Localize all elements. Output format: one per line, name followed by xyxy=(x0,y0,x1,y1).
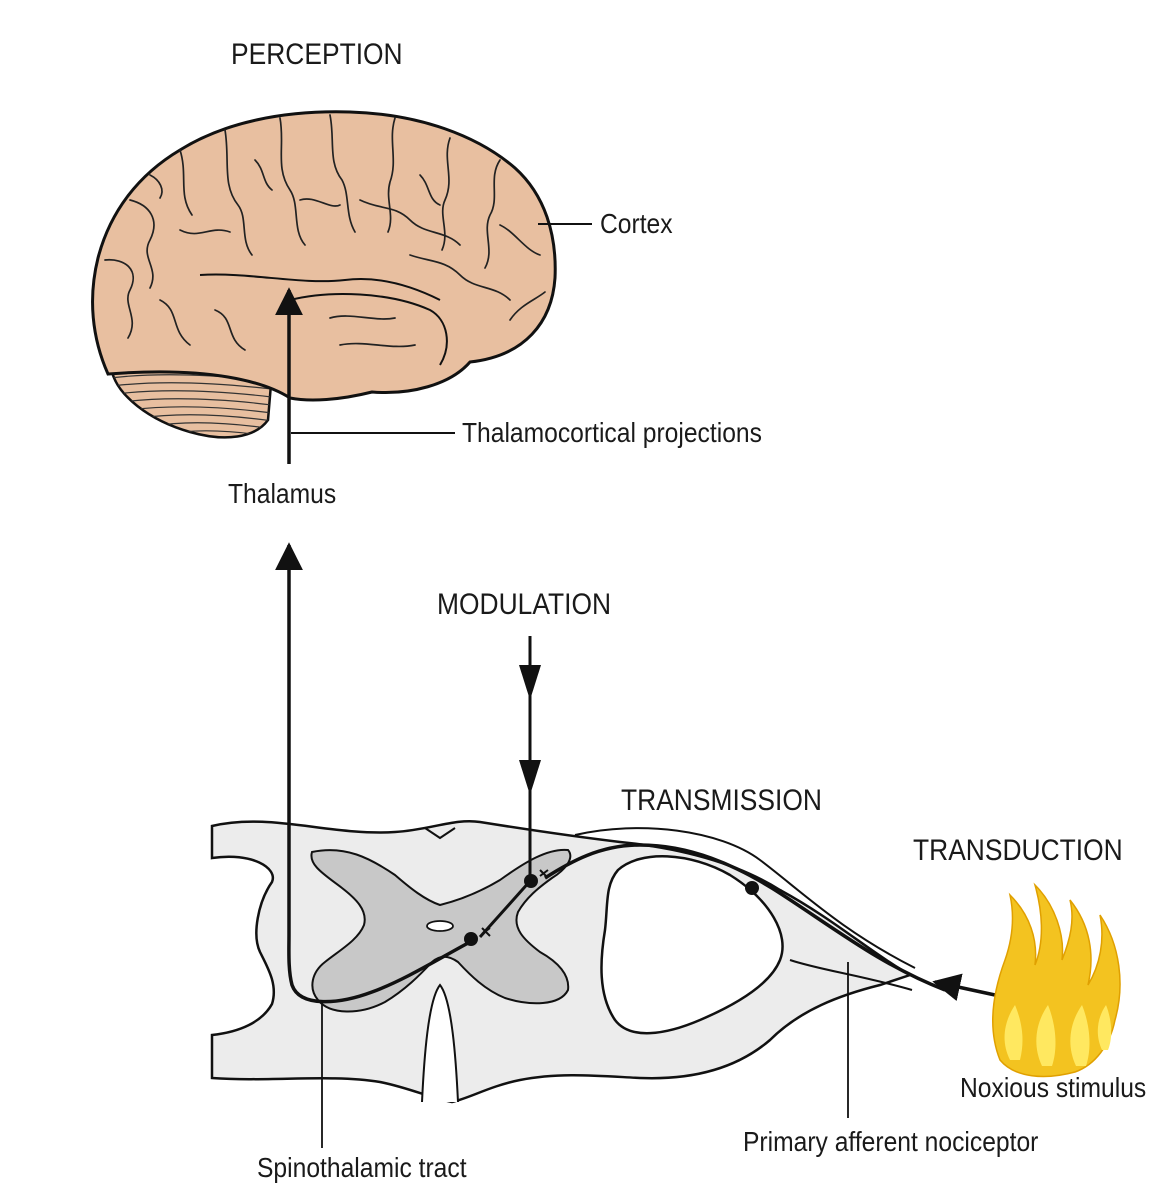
label-thalamocortical-projections: Thalamocortical projections xyxy=(462,417,762,449)
label-modulation: MODULATION xyxy=(437,588,611,622)
spinal-cord xyxy=(212,821,915,1102)
label-thalamus: Thalamus xyxy=(228,478,336,510)
flame-icon xyxy=(993,885,1120,1076)
dorsal-horn-neuron xyxy=(524,874,538,888)
projection-neuron xyxy=(464,932,478,946)
label-perception: PERCEPTION xyxy=(231,38,403,72)
label-cortex: Cortex xyxy=(600,208,673,240)
label-transmission: TRANSMISSION xyxy=(621,784,822,818)
central-canal xyxy=(427,921,453,931)
label-transduction: TRANSDUCTION xyxy=(913,834,1123,868)
modulation-arrowhead-1 xyxy=(519,665,541,700)
cerebrum xyxy=(93,112,556,400)
label-primary-afferent-nociceptor: Primary afferent nociceptor xyxy=(743,1126,1038,1158)
label-noxious-stimulus: Noxious stimulus xyxy=(960,1072,1146,1104)
label-spinothalamic-tract: Spinothalamic tract xyxy=(257,1152,467,1184)
modulation-arrowhead-2 xyxy=(519,760,541,795)
brain xyxy=(93,112,592,438)
drg-cell-body xyxy=(745,881,759,895)
